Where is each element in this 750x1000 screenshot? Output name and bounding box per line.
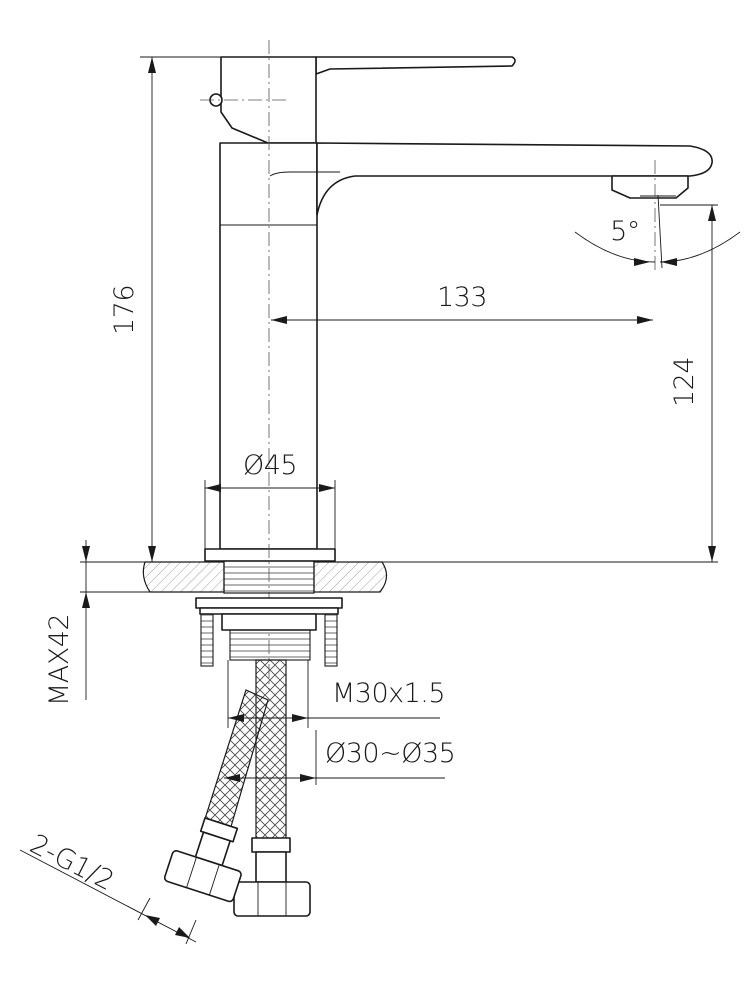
deck-right [313,561,388,593]
lock-nut [221,613,317,631]
aerator [611,175,689,199]
hex-nut-right [233,881,311,917]
label-max42: MAX42 [44,614,75,706]
label-hole-diameter: Ø30~Ø35 [325,738,455,769]
base-ring [204,548,336,562]
dimension-max42: MAX42 [44,540,90,706]
hose-right [255,659,287,851]
supply-hoses [163,659,311,917]
threaded-shank [229,629,311,661]
label-g12: 2-G1/2 [25,829,119,897]
stud-left [200,613,214,667]
mounting-thread [223,560,315,594]
dimension-m30: M30x1.5 [227,660,446,728]
faucet-body [204,56,713,562]
label-176: 176 [109,285,140,335]
deck-left [142,561,225,593]
dimension-g12: 2-G1/2 [19,829,197,945]
body-column [219,142,318,550]
stud-right [324,613,338,667]
handle-lever [315,56,516,75]
dimension-124: 124 [382,204,718,563]
dimension-hole-diameter: Ø30~Ø35 [224,730,456,785]
dimension-176: 176 [109,56,221,562]
deck-section [80,560,388,667]
spout [316,142,713,216]
mounting-bracket [195,597,343,609]
dimension-133: 133 [271,282,653,324]
label-angle-5: 5° [610,216,640,247]
dimension-diameter-45: Ø45 [204,450,336,549]
label-diameter-45: Ø45 [243,450,297,481]
hex-nut-left [163,850,242,903]
label-133: 133 [437,282,487,313]
label-m30: M30x1.5 [332,678,445,709]
label-124: 124 [669,357,700,407]
dimension-angle-5: 5° [574,194,741,269]
